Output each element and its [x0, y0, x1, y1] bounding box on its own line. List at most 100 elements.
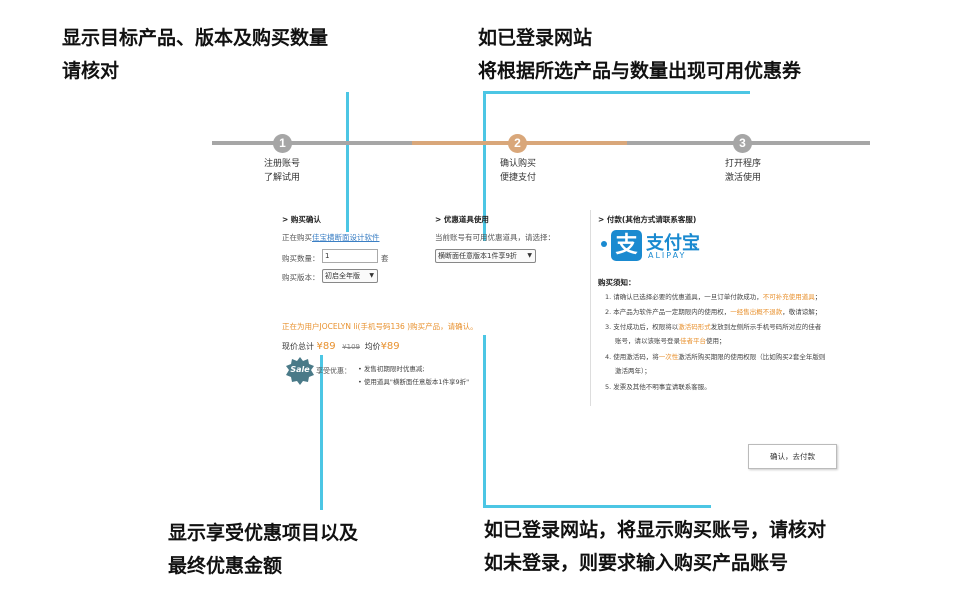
note-highlight: 激活码形式 — [678, 323, 711, 331]
buying-line: 正在购买佳宝横断面设计软件 — [282, 232, 380, 243]
note-1: 1. 请确认已选择必要的优惠道具，一旦订单付款成功，不可补充使用道具； — [605, 292, 821, 302]
progress-line-1 — [212, 141, 412, 145]
total-label: 现价总计 — [282, 342, 314, 351]
annotation-line: 显示享受优惠项目以及 — [168, 522, 359, 544]
note-3: 3. 支付成功后，权限将以激活码形式发放到左侧所示手机号码所对应的佳者 — [605, 322, 821, 332]
note-text: 发票及其他不明事宜请联系客服。 — [613, 383, 711, 391]
callout-line-bottom-right-h — [483, 505, 711, 508]
note-text: 支付成功后，权限将以 — [613, 323, 679, 331]
confirm-title: > 购买确认 — [282, 215, 321, 224]
note-text: 本产品为软件产品一定期限内的使用权， — [613, 308, 731, 316]
note-highlight: 不可补充使用道具 — [762, 293, 815, 301]
discount-item-1: • 发售初期限时优惠减; — [358, 365, 425, 373]
note-highlight: 一经售出概不退款 — [730, 308, 783, 316]
qty-input[interactable]: 1 — [322, 249, 378, 263]
payment-title: > 付款(其他方式请联系客服) — [598, 215, 697, 224]
original-price: ¥109 — [342, 343, 361, 351]
sale-badge-text: Sale — [290, 365, 310, 374]
step-2-line2: 便捷支付 — [499, 173, 536, 183]
coupon-desc: 当前账号有可用优惠道具，请选择： — [435, 233, 555, 242]
avg-label: 均价 — [364, 342, 381, 351]
callout-line-top-right-h — [483, 91, 750, 94]
version-value: 初启全年版 — [325, 272, 360, 280]
section-divider — [590, 210, 591, 406]
step-2-line1: 确认购买 — [499, 159, 536, 169]
alipay-en: ALIPAY — [648, 251, 687, 260]
discount-label: 享受优惠： — [316, 367, 351, 375]
step-3-line2: 激活使用 — [724, 173, 761, 183]
note-2: 2. 本产品为软件产品一定期限内的使用权，一经售出概不退款，敬请谅解； — [605, 307, 821, 317]
step-1-circle: 1 — [273, 134, 292, 153]
note-tail: ； — [814, 293, 822, 301]
annotation-bottom-right: 如已登录网站，将显示购买账号，请核对 如未登录，则要求输入购买产品账号 — [484, 514, 826, 580]
step-1-line1: 注册账号 — [263, 159, 300, 169]
account-confirm-text: 正在为用户JOCELYN li(手机号码136 )购买产品，请确认。 — [282, 322, 478, 331]
note-highlight: 佳者平台 — [680, 337, 706, 345]
annotation-line: 显示目标产品、版本及购买数量 — [62, 27, 329, 49]
step-3-line1: 打开程序 — [724, 159, 761, 169]
note-text: 激活两年）； — [615, 367, 651, 375]
annotation-bottom-left: 显示享受优惠项目以及 最终优惠金额 — [168, 517, 358, 583]
annotation-line: 请核对 — [62, 60, 120, 82]
step-1-label: 注册账号 了解试用 — [242, 157, 322, 185]
alipay-radio[interactable] — [601, 241, 607, 247]
callout-line-top-left — [346, 92, 349, 232]
callout-line-top-right-v — [483, 91, 486, 241]
callout-line-bottom-left — [320, 355, 323, 510]
annotation-top-right: 如已登录网站 将根据所选产品与数量出现可用优惠券 — [478, 22, 801, 88]
annotation-line: 如已登录网站 — [478, 27, 593, 49]
qty-unit: 套 — [381, 254, 389, 263]
note-highlight: 一次性 — [658, 353, 679, 361]
price-row: 现价总计 ¥89 ¥109 均价¥89 — [282, 341, 400, 352]
step-3-label: 打开程序 激活使用 — [703, 157, 783, 185]
note-text: 账号，请以该账号登录 — [615, 337, 680, 345]
total-value: ¥89 — [316, 341, 336, 352]
step-1-line2: 了解试用 — [263, 173, 300, 183]
sale-badge: Sale — [285, 356, 315, 386]
coupon-select-value: 横断面任意版本1件享9折 — [438, 252, 517, 260]
qty-label: 购买数量： — [282, 254, 320, 263]
note-num: 5. — [605, 383, 612, 391]
avg-value: ¥89 — [380, 341, 400, 352]
note-text: 请确认已选择必要的优惠道具，一旦订单付款成功， — [613, 293, 763, 301]
note-num: 1. — [605, 293, 612, 301]
note-3-cont: 账号，请以该账号登录佳者平台使用； — [615, 336, 726, 346]
discount-text: 发售初期限时优惠减; — [363, 365, 425, 373]
note-num: 2. — [605, 308, 612, 316]
step-2-circle: 2 — [508, 134, 527, 153]
annotation-line: 将根据所选产品与数量出现可用优惠券 — [478, 60, 802, 82]
version-select[interactable]: 初启全年版 ▼ — [322, 269, 378, 283]
annotation-line: 最终优惠金额 — [168, 555, 283, 577]
note-tail: 激活所购买期限的使用权限（比如购买2套全年版则 — [678, 353, 826, 361]
pay-button[interactable]: 确认，去付款 — [748, 444, 837, 469]
alipay-logo[interactable]: 支 支付宝 ALIPAY — [611, 229, 706, 262]
alipay-icon: 支 — [611, 230, 642, 261]
discount-text: 使用道具"横断面任意版本1件享9折" — [363, 378, 470, 386]
note-num: 3. — [605, 323, 612, 331]
note-4: 4. 使用激活码，将一次性激活所购买期限的使用权限（比如购买2套全年版则 — [605, 352, 825, 362]
chevron-down-icon: ▼ — [527, 252, 532, 259]
note-tail: ，敬请谅解； — [782, 308, 822, 316]
chevron-down-icon: ▼ — [369, 272, 374, 279]
note-text: 使用激活码，将 — [613, 353, 659, 361]
buying-prefix: 正在购买 — [282, 233, 312, 242]
note-tail: 发放到左侧所示手机号码所对应的佳者 — [710, 323, 822, 331]
annotation-line: 如未登录，则要求输入购买产品账号 — [484, 552, 789, 574]
note-5: 5. 发票及其他不明事宜请联系客服。 — [605, 382, 711, 392]
version-label: 购买版本： — [282, 273, 320, 282]
note-num: 4. — [605, 353, 612, 361]
alipay-cn: 支付宝 — [646, 233, 700, 254]
annotation-line: 如已登录网站，将显示购买账号，请核对 — [484, 519, 827, 541]
note-4-cont: 激活两年）； — [615, 366, 651, 376]
sale-badge-icon — [286, 357, 314, 385]
step-2-label: 确认购买 便捷支付 — [478, 157, 558, 185]
note-tail: 使用； — [706, 337, 726, 345]
coupon-select[interactable]: 横断面任意版本1件享9折 ▼ — [435, 249, 536, 263]
coupon-title: > 优惠道具使用 — [435, 215, 489, 224]
notes-title: 购买须知： — [598, 278, 636, 287]
product-link[interactable]: 佳宝横断面设计软件 — [312, 233, 380, 242]
annotation-top-left: 显示目标产品、版本及购买数量 请核对 — [62, 22, 328, 88]
discount-item-2: • 使用道具"横断面任意版本1件享9折" — [358, 378, 470, 386]
step-3-circle: 3 — [733, 134, 752, 153]
callout-line-bottom-right-v — [483, 335, 486, 508]
